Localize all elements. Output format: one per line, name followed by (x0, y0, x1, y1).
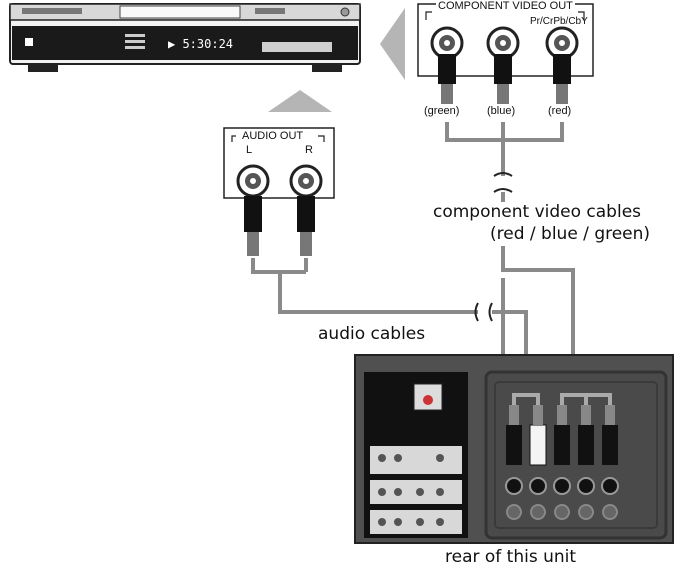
component-cables-caption: component video cables (433, 202, 642, 222)
audio-left-label: L (246, 144, 253, 156)
audio-jack-left (236, 164, 270, 256)
audio-jack-right (289, 164, 323, 256)
audio-right-label: R (305, 144, 313, 156)
audio-cables-caption: audio cables (318, 324, 426, 344)
component-video-cable (445, 122, 575, 395)
arrow-left-icon (380, 8, 405, 80)
audio-out-heading: AUDIO OUT (240, 130, 306, 142)
arrow-up-icon (268, 90, 332, 112)
component-signal-labels: Pr/CrPb/CbY (530, 16, 588, 27)
rear-plug-row (506, 405, 618, 466)
rear-jack-rows (505, 477, 619, 520)
rear-unit-caption: rear of this unit (445, 547, 577, 567)
component-jack-green (430, 26, 464, 104)
rear-panel (354, 354, 674, 544)
rear-branch-cables (512, 393, 612, 405)
component-jack-red (545, 26, 579, 104)
component-colors-caption: (red / blue / green) (490, 224, 651, 244)
dvd-player: ▶ 5:30:24 (9, 3, 361, 72)
jack-label-red: (red) (548, 105, 572, 117)
component-out-heading: COMPONENT VIDEO OUT (436, 0, 575, 12)
component-jack-blue (486, 26, 520, 104)
jack-label-blue: (blue) (487, 105, 516, 117)
jack-label-green: (green) (424, 105, 460, 117)
dvd-display-text: ▶ 5:30:24 (168, 37, 233, 51)
